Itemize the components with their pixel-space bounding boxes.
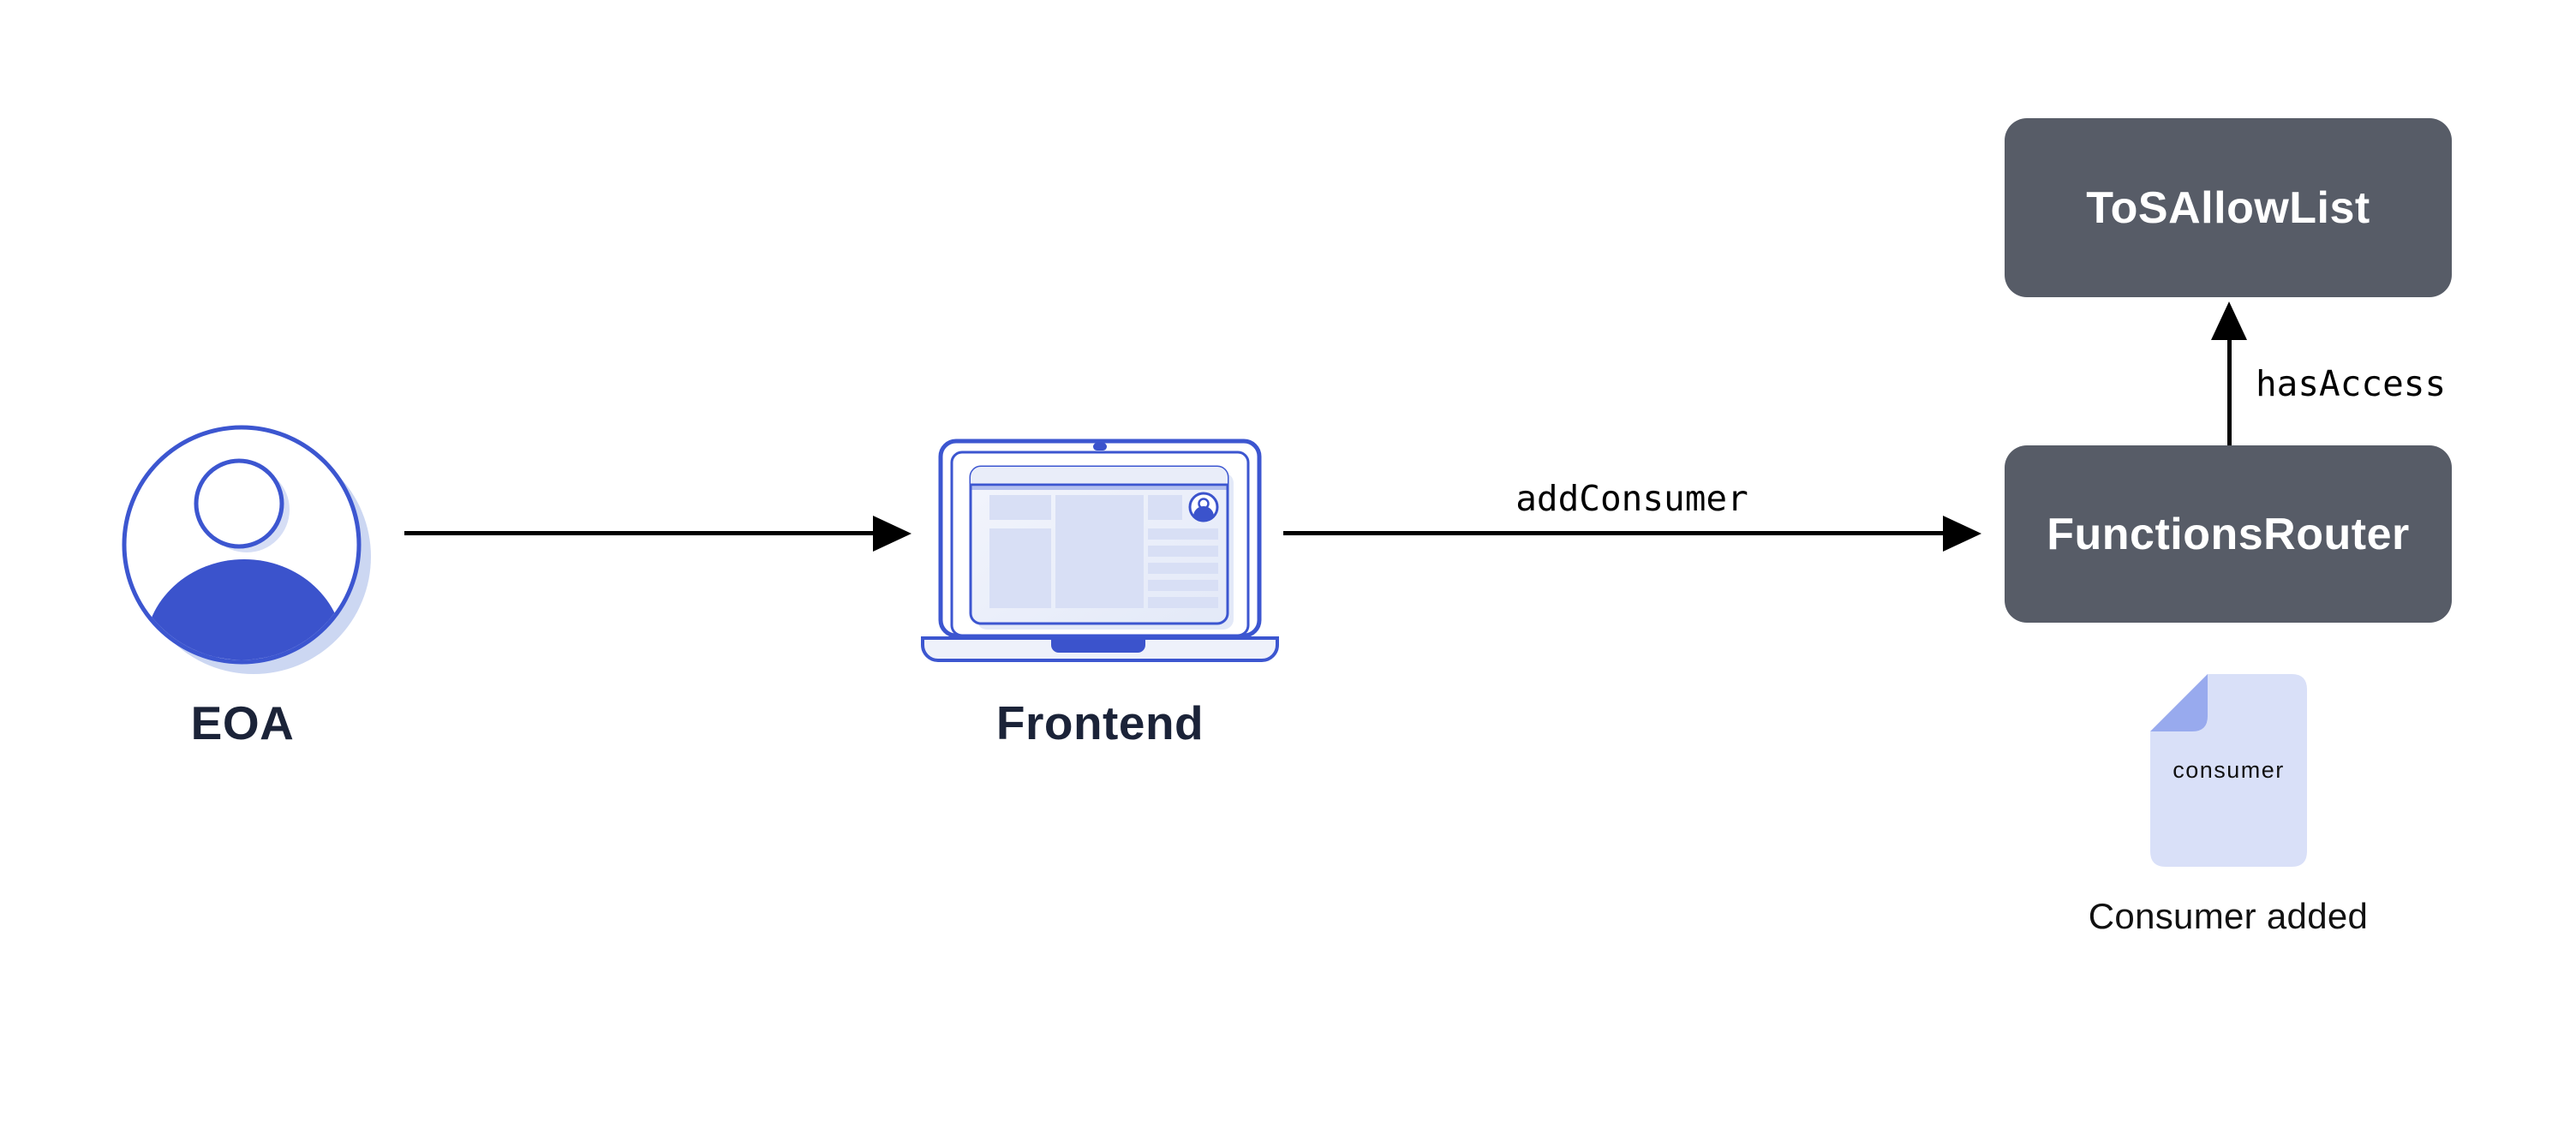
has-access-edge-label: hasAccess <box>2256 363 2447 404</box>
screen-user-badge-icon <box>1188 492 1219 522</box>
tos-allow-list-label: ToSAllowList <box>2086 182 2370 233</box>
laptop-icon <box>921 439 1279 662</box>
edge-router-tos-line <box>2227 338 2232 445</box>
edge-eoa-frontend-line <box>404 531 874 535</box>
add-consumer-edge-label: addConsumer <box>1515 478 1748 519</box>
functions-router-label: FunctionsRouter <box>2047 509 2410 559</box>
consumer-added-caption: Consumer added <box>2088 896 2369 936</box>
edge-frontend-router-arrowhead-icon <box>1943 516 1981 552</box>
eoa-label: EOA <box>190 696 295 749</box>
edge-frontend-router-line <box>1283 531 1945 535</box>
user-avatar-icon <box>122 425 371 674</box>
functions-router-box: FunctionsRouter <box>2005 445 2452 623</box>
edge-router-tos-arrowhead-icon <box>2211 301 2247 340</box>
document-text: consumer <box>2173 757 2285 783</box>
document-icon <box>2150 674 2307 867</box>
edge-eoa-frontend-arrowhead-icon <box>873 516 911 552</box>
frontend-label: Frontend <box>995 696 1204 749</box>
tos-allow-list-box: ToSAllowList <box>2005 118 2452 297</box>
